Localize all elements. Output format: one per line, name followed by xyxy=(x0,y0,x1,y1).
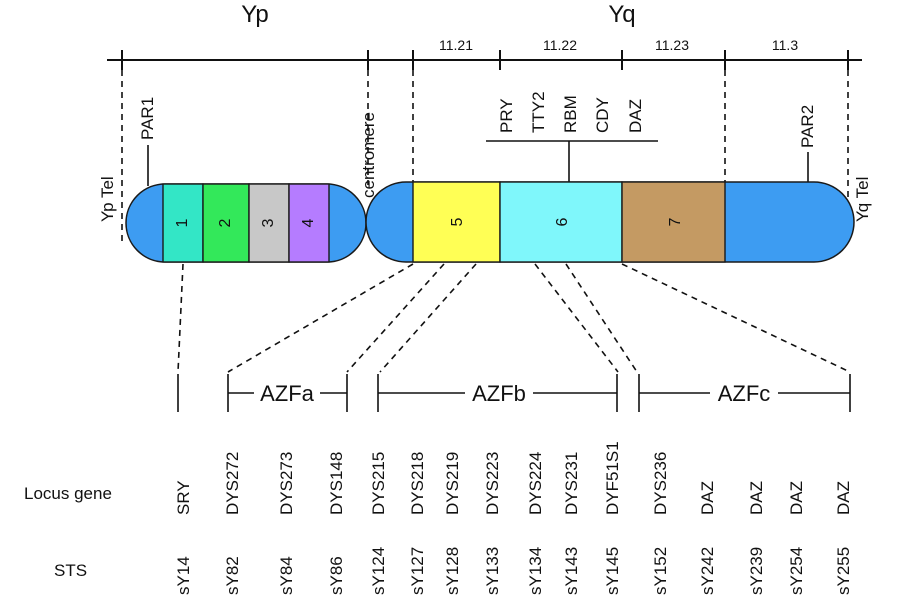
long-arm: 5 6 7 xyxy=(365,181,855,263)
sts-marker-label: sY84 xyxy=(277,556,296,595)
projection-line xyxy=(534,263,619,373)
segment-4-label: 4 xyxy=(300,218,317,227)
segment-5 xyxy=(412,181,501,263)
locus-gene-label: DYS215 xyxy=(369,452,388,515)
locus-gene-label: DYS219 xyxy=(443,452,462,515)
segment-6-label: 6 xyxy=(554,217,571,226)
segment-4 xyxy=(288,183,330,263)
yq-arm-label: Yq xyxy=(608,1,635,28)
locus-gene-label: DYS148 xyxy=(327,452,346,515)
projection-line xyxy=(177,263,184,373)
sts-marker-label: sY134 xyxy=(526,547,545,595)
projection-line xyxy=(379,263,477,373)
par1-label: PAR1 xyxy=(138,97,157,140)
yp-tel-label: Yp Tel xyxy=(98,176,117,222)
projection-lines xyxy=(177,263,851,373)
gene-label: RBM xyxy=(561,95,580,133)
segment-7-label: 7 xyxy=(667,217,684,226)
segment-1-label: 1 xyxy=(174,218,191,227)
locus-gene-label: DYS272 xyxy=(223,452,242,515)
sts-marker-label: sY133 xyxy=(483,547,502,595)
azfc-bracket: AZFc xyxy=(638,374,851,412)
band-label: 11.3 xyxy=(772,37,798,53)
sts-marker-label: sY145 xyxy=(603,547,622,595)
gene-label: CDY xyxy=(593,97,612,133)
projection-line xyxy=(621,263,851,373)
sts-marker-label: sY239 xyxy=(747,547,766,595)
azfb-label: AZFb xyxy=(472,381,526,406)
locus-gene-label: DYS224 xyxy=(526,452,545,515)
sts-marker-label: sY152 xyxy=(651,547,670,595)
locus-gene-label: DAZ xyxy=(698,481,717,515)
locus-gene-label: SRY xyxy=(174,480,193,515)
sts-marker-label: sY128 xyxy=(443,547,462,595)
sts-row: sY14 sY82 sY84 sY86 sY124 sY127 sY128 sY133 sY13… xyxy=(174,547,853,595)
azfa-label: AZFa xyxy=(260,381,315,406)
sts-row-title: STS xyxy=(54,561,87,580)
yp-arm-label: Yp xyxy=(241,1,269,28)
locus-gene-label: DYS223 xyxy=(483,452,502,515)
locus-gene-label: DAZ xyxy=(834,481,853,515)
segment-7 xyxy=(621,181,726,263)
locus-gene-label: DYS218 xyxy=(408,452,427,515)
sts-marker-label: sY254 xyxy=(787,547,806,595)
sts-marker-label: sY143 xyxy=(562,547,581,595)
projection-line xyxy=(227,263,414,373)
sts-marker-label: sY127 xyxy=(408,547,427,595)
sts-marker-label: sY242 xyxy=(698,547,717,595)
azfa-bracket: AZFa xyxy=(177,374,348,412)
gene-label: DAZ xyxy=(626,99,645,133)
locus-row-title: Locus gene xyxy=(24,484,112,503)
yq-tel-label: Yq Tel xyxy=(853,177,872,222)
band-label: 11.21 xyxy=(439,37,473,53)
azfc-label: AZFc xyxy=(718,381,771,406)
projection-line xyxy=(346,263,445,373)
sts-marker-label: sY255 xyxy=(834,547,853,595)
locus-gene-label: DAZ xyxy=(787,481,806,515)
gene-label: PRY xyxy=(497,98,516,133)
short-arm: 1 2 3 4 xyxy=(125,183,367,263)
locus-row: SRY DYS272 DYS273 DYS148 DYS215 DYS218 DYS219 D… xyxy=(174,441,853,515)
locus-gene-label: DYF51S1 xyxy=(603,441,622,515)
locus-gene-label: DYS231 xyxy=(562,452,581,515)
locus-gene-label: DYS236 xyxy=(651,452,670,515)
segment-5-label: 5 xyxy=(449,217,466,226)
sts-marker-label: sY82 xyxy=(223,556,242,595)
sts-marker-label: sY14 xyxy=(174,556,193,595)
locus-gene-label: DYS273 xyxy=(277,452,296,515)
par2-label: PAR2 xyxy=(798,105,817,148)
sts-marker-label: sY124 xyxy=(369,547,388,595)
centromere-label: centromere xyxy=(359,112,378,198)
segment-2-label: 2 xyxy=(217,218,234,227)
band-label: 11.22 xyxy=(543,37,577,53)
band-label: 11.23 xyxy=(655,37,689,53)
sts-marker-label: sY86 xyxy=(327,556,346,595)
segment-3-label: 3 xyxy=(260,218,277,227)
azfb-bracket: AZFb xyxy=(377,374,618,412)
locus-gene-label: DAZ xyxy=(747,481,766,515)
gene-label: TTY2 xyxy=(529,91,548,133)
